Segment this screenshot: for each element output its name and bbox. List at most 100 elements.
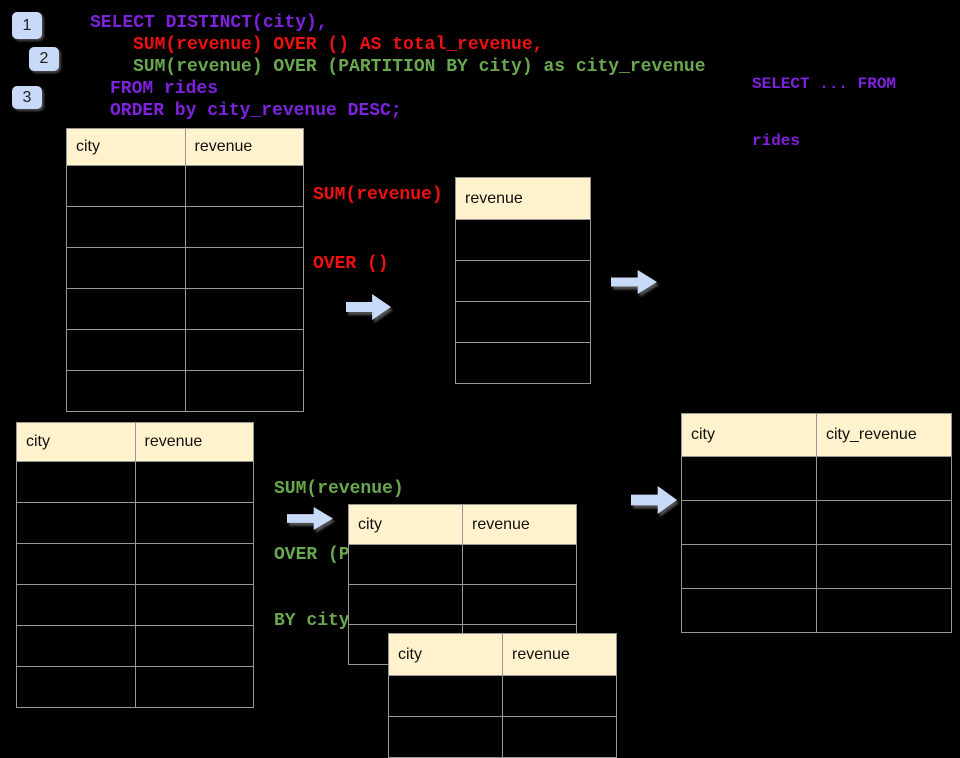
- column-header-city_revenue: city_revenue: [816, 413, 952, 457]
- sql-line-total-revenue: SUM(revenue) OVER () AS total_revenue,: [133, 35, 544, 55]
- empty-cell: [134, 666, 254, 708]
- column-header-city: city: [388, 633, 503, 676]
- empty-cell: [816, 544, 952, 589]
- empty-cell: [462, 544, 577, 585]
- empty-cell: [455, 301, 591, 343]
- table-row: [455, 301, 591, 343]
- sql-line-from: FROM rides: [110, 79, 219, 99]
- table-row: [66, 370, 304, 412]
- header-row: revenue: [455, 177, 591, 220]
- empty-cell: [816, 588, 952, 633]
- table-row: [66, 206, 304, 248]
- empty-cell: [134, 584, 254, 626]
- empty-cell: [502, 675, 617, 717]
- arrow-right-icon: [287, 507, 333, 530]
- step-badge-1: 1: [12, 12, 42, 39]
- table-row: [348, 544, 577, 585]
- column-header-revenue: revenue: [462, 504, 577, 545]
- empty-cell: [66, 288, 186, 330]
- step-badge-2: 2: [29, 47, 59, 71]
- empty-cell: [16, 543, 136, 585]
- empty-cell: [16, 584, 136, 626]
- empty-cell: [184, 247, 304, 289]
- empty-cell: [134, 461, 254, 503]
- table-row: [388, 716, 617, 758]
- arrow-right-shape: [631, 486, 677, 514]
- table-row: [66, 329, 304, 371]
- table-row: [16, 666, 254, 708]
- empty-cell: [348, 584, 463, 625]
- annotation-line: OVER (): [313, 254, 389, 274]
- table-total-revenue: revenue: [455, 177, 591, 384]
- arrow-right-shape: [346, 294, 391, 320]
- arrow-right-shape: [287, 507, 333, 530]
- table-row: [455, 219, 591, 261]
- table-row: [16, 625, 254, 667]
- annotation-line: SUM(revenue): [313, 185, 443, 205]
- empty-cell: [455, 342, 591, 384]
- empty-cell: [455, 260, 591, 302]
- empty-cell: [66, 329, 186, 371]
- sql-line-select: SELECT DISTINCT(city),: [90, 13, 328, 33]
- table-row: [388, 675, 617, 717]
- annotation-line: SELECT ... FROM: [752, 75, 897, 93]
- arrow-right-shape: [611, 270, 657, 294]
- table-row: [681, 588, 952, 633]
- table-row: [16, 461, 254, 503]
- column-header-city: city: [66, 128, 186, 166]
- arrow-right-icon: [631, 486, 677, 514]
- empty-cell: [134, 543, 254, 585]
- empty-cell: [66, 206, 186, 248]
- column-header-city: city: [348, 504, 463, 545]
- empty-cell: [184, 329, 304, 371]
- empty-cell: [16, 625, 136, 667]
- table-row: [66, 247, 304, 289]
- table-row: [16, 502, 254, 544]
- annotation-line: SUM(revenue): [274, 479, 404, 499]
- sql-line-city-revenue: SUM(revenue) OVER (PARTITION BY city) as…: [133, 57, 706, 77]
- empty-cell: [134, 625, 254, 667]
- arrow-right-icon: [346, 294, 391, 320]
- empty-cell: [816, 500, 952, 545]
- annotation-line: rides: [752, 132, 801, 150]
- annotation-sum-over: SUM(revenue) OVER (): [313, 138, 443, 299]
- empty-cell: [681, 544, 817, 589]
- table-row: [66, 165, 304, 207]
- empty-cell: [388, 675, 503, 717]
- empty-cell: [16, 666, 136, 708]
- empty-cell: [681, 456, 817, 501]
- annotation-line: BY city): [274, 611, 361, 631]
- column-header-revenue: revenue: [184, 128, 304, 166]
- column-header-city: city: [16, 422, 136, 462]
- table-row: [455, 342, 591, 384]
- column-header-revenue: revenue: [134, 422, 254, 462]
- table-row: [455, 260, 591, 302]
- empty-cell: [66, 165, 186, 207]
- empty-cell: [462, 584, 577, 625]
- slide-canvas: { "colors": { "background": "#000000", "…: [12, 12, 952, 758]
- empty-cell: [16, 461, 136, 503]
- empty-cell: [184, 370, 304, 412]
- empty-cell: [816, 456, 952, 501]
- empty-cell: [134, 502, 254, 544]
- empty-cell: [16, 502, 136, 544]
- table-row: [681, 544, 952, 589]
- empty-cell: [388, 716, 503, 758]
- empty-cell: [681, 500, 817, 545]
- annotation-select-from: SELECT ... FROM rides: [752, 37, 896, 170]
- table-row: [348, 584, 577, 625]
- empty-cell: [502, 716, 617, 758]
- table-row: [681, 500, 952, 545]
- empty-cell: [66, 247, 186, 289]
- table-row: [16, 543, 254, 585]
- arrow-right-icon: [611, 270, 657, 294]
